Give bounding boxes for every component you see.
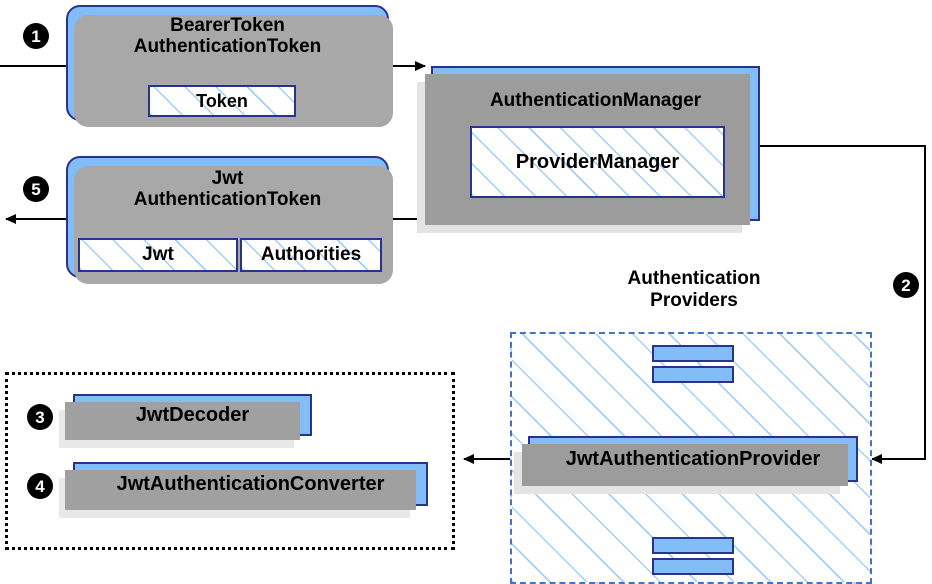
node-bearer-token-authentication-token[interactable]: BearerToken AuthenticationToken Token xyxy=(66,5,393,127)
authentication-providers-caption-line1: Authentication xyxy=(627,268,761,289)
bearer-token-title-line1: BearerToken xyxy=(170,15,285,36)
authentication-providers-caption: Authentication Providers xyxy=(566,268,822,312)
step-badge-3: 3 xyxy=(27,404,53,430)
provider-placeholder-bar-top-1 xyxy=(652,345,734,362)
step-badge-2: 2 xyxy=(893,272,919,298)
step-badge-1: 1 xyxy=(23,23,49,49)
jwt-helpers-region xyxy=(5,372,455,550)
provider-placeholder-bar-bottom-2 xyxy=(652,558,734,575)
provider-placeholder-bar-top-2 xyxy=(652,366,734,383)
jwt-token-title-line2: AuthenticationToken xyxy=(133,189,322,211)
authentication-manager-child-provider-manager[interactable]: ProviderManager xyxy=(470,126,725,198)
bearer-token-title-line2: AuthenticationToken xyxy=(133,36,322,58)
step-badge-5: 5 xyxy=(23,176,49,202)
node-authentication-manager[interactable]: AuthenticationManager ProviderManager xyxy=(417,66,760,233)
authentication-manager-title: AuthenticationManager xyxy=(489,90,702,111)
bearer-token-child-token[interactable]: Token xyxy=(148,85,296,117)
jwt-token-child-jwt[interactable]: Jwt xyxy=(78,238,238,272)
step-badge-4: 4 xyxy=(27,473,53,499)
jwt-token-title: Jwt AuthenticationToken xyxy=(68,168,387,211)
authentication-providers-caption-line2: Providers xyxy=(650,289,738,311)
jwt-token-title-line1: Jwt xyxy=(211,168,244,189)
node-jwt-authentication-provider[interactable]: JwtAuthenticationProvider xyxy=(514,436,858,494)
node-jwt-decoder[interactable]: JwtDecoder xyxy=(59,394,312,448)
provider-placeholder-bar-bottom-1 xyxy=(652,537,734,554)
node-jwt-authentication-converter[interactable]: JwtAuthenticationConverter xyxy=(59,462,428,518)
bearer-token-title: BearerToken AuthenticationToken xyxy=(68,15,387,58)
node-jwt-authentication-token[interactable]: Jwt AuthenticationToken Jwt Authorities xyxy=(66,156,393,284)
jwt-token-child-authorities[interactable]: Authorities xyxy=(240,238,382,272)
